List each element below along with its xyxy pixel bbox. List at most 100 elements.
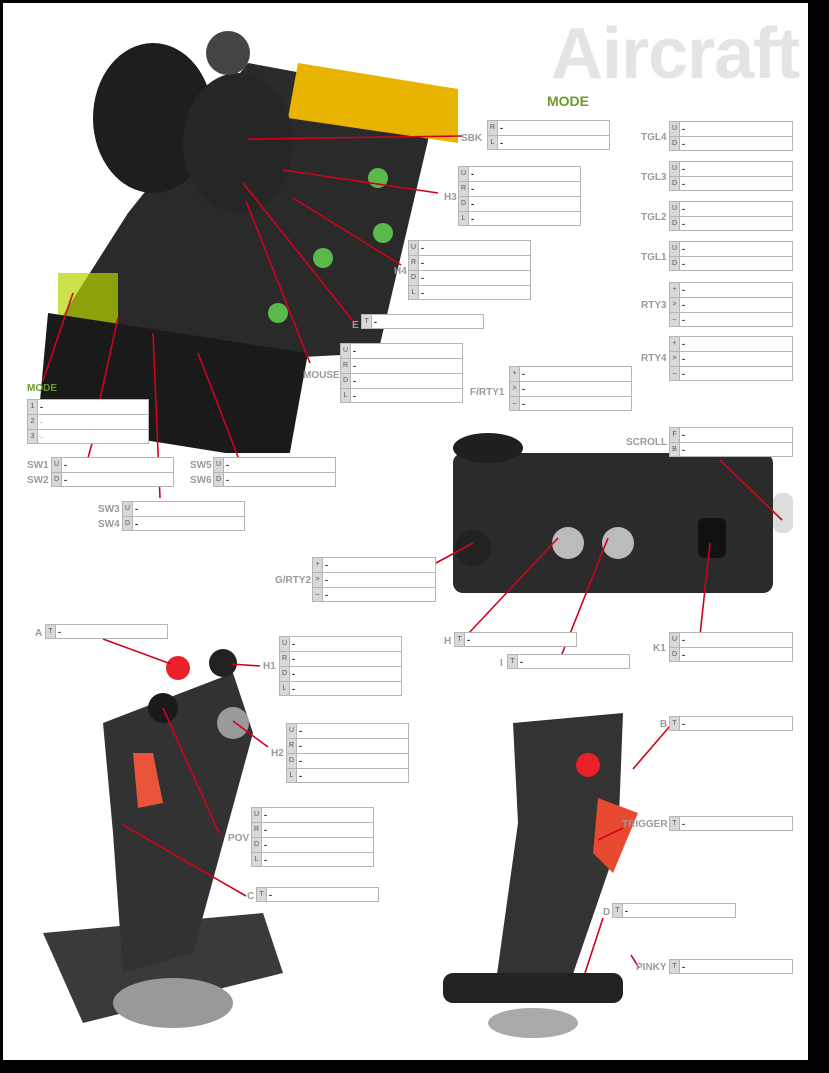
binding-row[interactable]: T- xyxy=(256,887,379,902)
binding-value[interactable]: - xyxy=(421,243,424,253)
binding-value[interactable]: - xyxy=(292,654,295,664)
binding-value[interactable]: - xyxy=(682,719,685,729)
binding-row[interactable]: D- xyxy=(213,472,336,487)
binding-value[interactable]: - xyxy=(264,840,267,850)
binding-row[interactable]: R- xyxy=(340,358,463,373)
binding-row[interactable]: D- xyxy=(122,516,245,531)
binding-row[interactable]: T- xyxy=(669,959,793,974)
binding-value[interactable]: - xyxy=(325,575,328,585)
binding-row[interactable]: R- xyxy=(408,255,531,270)
binding-row[interactable]: U- xyxy=(279,636,402,651)
binding-row[interactable]: D- xyxy=(286,753,409,768)
binding-row[interactable]: –- xyxy=(509,396,632,411)
binding-row[interactable]: R- xyxy=(487,120,610,135)
binding-row[interactable]: B- xyxy=(669,442,793,457)
binding-row[interactable]: T- xyxy=(454,632,577,647)
binding-value[interactable]: - xyxy=(682,354,685,364)
binding-value[interactable]: - xyxy=(522,369,525,379)
binding-row[interactable]: U- xyxy=(669,161,793,176)
binding-value[interactable]: - xyxy=(264,825,267,835)
binding-row[interactable]: –- xyxy=(312,587,436,602)
binding-row[interactable]: U- xyxy=(340,343,463,358)
binding-value[interactable]: - xyxy=(40,417,43,427)
binding-value[interactable]: - xyxy=(520,657,523,667)
binding-value[interactable]: - xyxy=(299,726,302,736)
binding-row[interactable]: D- xyxy=(340,373,463,388)
binding-row[interactable]: D- xyxy=(51,472,174,487)
binding-value[interactable]: - xyxy=(226,475,229,485)
binding-value[interactable]: - xyxy=(325,560,328,570)
binding-row[interactable]: >- xyxy=(509,381,632,396)
binding-value[interactable]: - xyxy=(682,179,685,189)
binding-row[interactable]: T- xyxy=(669,716,793,731)
binding-row[interactable]: D- xyxy=(408,270,531,285)
binding-value[interactable]: - xyxy=(682,819,685,829)
binding-value[interactable]: - xyxy=(64,475,67,485)
binding-value[interactable]: - xyxy=(682,204,685,214)
binding-row[interactable]: T- xyxy=(507,654,630,669)
binding-row[interactable]: F- xyxy=(669,427,793,442)
binding-value[interactable]: - xyxy=(682,285,685,295)
binding-row[interactable]: U- xyxy=(51,457,174,472)
binding-row[interactable]: R- xyxy=(286,738,409,753)
binding-row[interactable]: L- xyxy=(251,852,374,867)
binding-row[interactable]: L- xyxy=(487,135,610,150)
binding-row[interactable]: T- xyxy=(45,624,168,639)
binding-row[interactable]: D- xyxy=(458,196,581,211)
binding-value[interactable]: - xyxy=(353,361,356,371)
binding-value[interactable]: - xyxy=(682,244,685,254)
binding-value[interactable]: - xyxy=(135,519,138,529)
binding-value[interactable]: - xyxy=(353,376,356,386)
binding-row[interactable]: U- xyxy=(251,807,374,822)
binding-value[interactable]: - xyxy=(682,339,685,349)
binding-row[interactable]: U- xyxy=(458,166,581,181)
binding-row[interactable]: R- xyxy=(279,651,402,666)
binding-value[interactable]: - xyxy=(471,169,474,179)
binding-row[interactable]: T- xyxy=(361,314,484,329)
binding-value[interactable]: - xyxy=(40,402,43,412)
binding-value[interactable]: - xyxy=(264,810,267,820)
binding-value[interactable]: - xyxy=(682,139,685,149)
binding-row[interactable]: U- xyxy=(408,240,531,255)
binding-row[interactable]: U- xyxy=(286,723,409,738)
binding-row[interactable]: U- xyxy=(669,632,793,647)
binding-row[interactable]: L- xyxy=(340,388,463,403)
binding-value[interactable]: - xyxy=(500,138,503,148)
binding-row[interactable]: U- xyxy=(669,241,793,256)
binding-row[interactable]: L- xyxy=(458,211,581,226)
binding-value[interactable]: - xyxy=(269,890,272,900)
binding-row[interactable]: U- xyxy=(669,201,793,216)
binding-row[interactable]: –- xyxy=(669,366,793,381)
binding-value[interactable]: - xyxy=(471,199,474,209)
binding-value[interactable]: - xyxy=(682,635,685,645)
binding-value[interactable]: - xyxy=(325,590,328,600)
binding-row[interactable]: D- xyxy=(669,136,793,151)
binding-row[interactable]: >- xyxy=(312,572,436,587)
binding-row[interactable]: R- xyxy=(458,181,581,196)
binding-value[interactable]: - xyxy=(264,855,267,865)
binding-value[interactable]: - xyxy=(421,288,424,298)
binding-value[interactable]: - xyxy=(682,430,685,440)
binding-row[interactable]: T- xyxy=(669,816,793,831)
binding-value[interactable]: - xyxy=(64,460,67,470)
binding-value[interactable]: - xyxy=(471,184,474,194)
binding-value[interactable]: - xyxy=(682,124,685,134)
binding-row[interactable]: –- xyxy=(669,312,793,327)
binding-row[interactable]: T- xyxy=(612,903,736,918)
binding-value[interactable]: - xyxy=(522,384,525,394)
binding-row[interactable]: +- xyxy=(312,557,436,572)
binding-row[interactable]: 2- xyxy=(27,414,149,429)
binding-value[interactable]: - xyxy=(625,906,628,916)
binding-value[interactable]: - xyxy=(353,391,356,401)
binding-value[interactable]: - xyxy=(421,258,424,268)
binding-row[interactable]: D- xyxy=(279,666,402,681)
binding-value[interactable]: - xyxy=(467,635,470,645)
binding-value[interactable]: - xyxy=(299,756,302,766)
binding-row[interactable]: R- xyxy=(251,822,374,837)
binding-row[interactable]: >- xyxy=(669,297,793,312)
binding-value[interactable]: - xyxy=(421,273,424,283)
binding-row[interactable]: D- xyxy=(251,837,374,852)
binding-value[interactable]: - xyxy=(374,317,377,327)
binding-row[interactable]: +- xyxy=(509,366,632,381)
binding-row[interactable]: L- xyxy=(286,768,409,783)
